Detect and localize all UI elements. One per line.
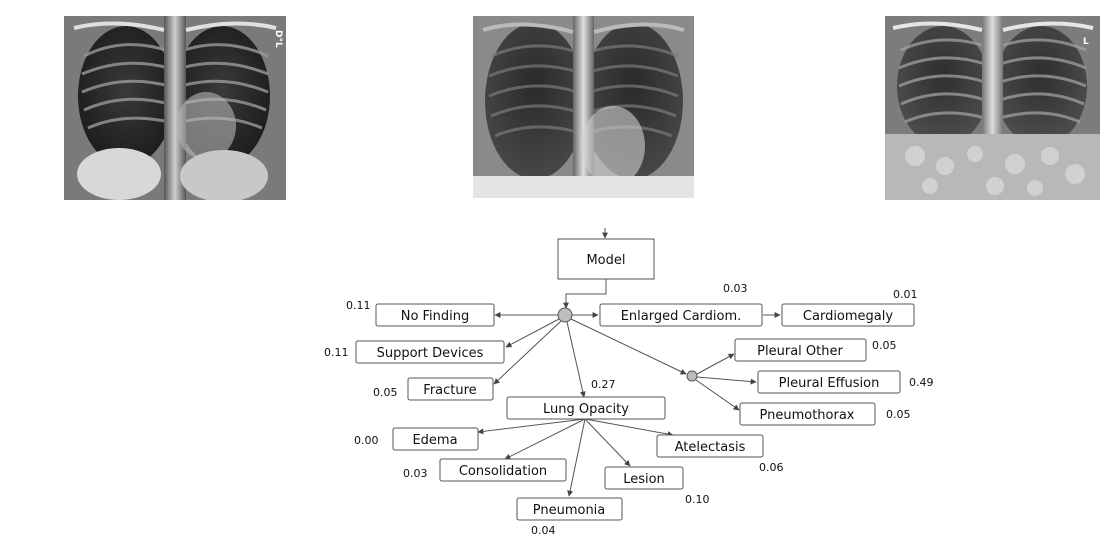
node-support-devices: Support Devices 0.11 [324, 340, 505, 364]
edge-fracture [493, 320, 562, 385]
node-atelectasis: Atelectasis 0.06 [656, 434, 784, 474]
node-enlarged-cardiom: Enlarged Cardiom. 0.03 [599, 282, 763, 327]
node-pleural-effusion: Pleural Effusion 0.49 [757, 370, 934, 394]
node-label: Lesion [623, 472, 665, 487]
node-probability: 0.10 [685, 493, 710, 506]
node-label: Consolidation [459, 464, 547, 479]
node-edema: Edema 0.00 [354, 427, 479, 451]
node-probability: 0.11 [346, 299, 371, 312]
node-lesion: Lesion 0.10 [604, 466, 710, 506]
node-probability: 0.27 [591, 378, 616, 391]
model-label: Model [586, 253, 625, 268]
edge-pneumonia [567, 418, 586, 497]
edge-model-hub [563, 279, 607, 309]
xray-side-marker: D°L [273, 30, 283, 48]
node-label: Pleural Other [757, 344, 843, 359]
edge-atelectasis [584, 418, 674, 437]
node-probability: 0.05 [886, 408, 911, 421]
node-probability: 0.03 [723, 282, 748, 295]
node-probability: 0.00 [354, 434, 379, 447]
node-label: Enlarged Cardiom. [621, 309, 742, 324]
root-hub [557, 307, 573, 323]
node-label: Support Devices [377, 346, 484, 361]
xray-side-marker: L [1083, 37, 1089, 47]
edge-pleural-hub [570, 318, 687, 375]
edge-pleural-effusion [696, 376, 757, 385]
edge-pleural-other [696, 353, 735, 375]
node-label: Pleural Effusion [779, 376, 880, 391]
node-lung-opacity: Lung Opacity 0.27 [506, 378, 666, 420]
node-probability: 0.49 [909, 376, 934, 389]
node-cardiomegaly: Cardiomegaly 0.01 [781, 288, 918, 327]
node-label: Pneumonia [533, 503, 606, 518]
node-label: No Finding [401, 309, 470, 324]
node-label: Lung Opacity [543, 402, 629, 417]
edge-lesion [584, 418, 631, 467]
node-pneumonia: Pneumonia 0.04 [516, 497, 623, 537]
node-label: Fracture [423, 383, 476, 398]
node-pneumothorax: Pneumothorax 0.05 [739, 402, 911, 426]
node-probability: 0.05 [373, 386, 398, 399]
edge-pneumothorax [695, 379, 740, 411]
node-consolidation: Consolidation 0.03 [403, 458, 567, 482]
chest-xray-image-center [473, 16, 694, 198]
node-probability: 0.01 [893, 288, 918, 301]
node-probability: 0.06 [759, 461, 784, 474]
node-probability: 0.05 [872, 339, 897, 352]
node-label: Cardiomegaly [803, 309, 893, 324]
pleural-hub [686, 370, 698, 382]
edge-lung-opacity [566, 321, 586, 398]
node-probability: 0.04 [531, 524, 556, 537]
edge-edema [477, 418, 586, 435]
node-label: Edema [412, 433, 457, 448]
chest-xray-image-left: D°L [64, 16, 286, 200]
node-pleural-other: Pleural Other 0.05 [734, 338, 897, 362]
edge-consolidation [504, 418, 586, 460]
node-no-finding: No Finding 0.11 [346, 299, 495, 327]
model-box [557, 238, 655, 280]
node-probability: 0.11 [324, 346, 349, 359]
node-fracture: Fracture 0.05 [373, 377, 494, 401]
node-probability: 0.03 [403, 467, 428, 480]
node-label: Pneumothorax [760, 408, 855, 423]
edge-support-devices [505, 318, 560, 348]
chest-xray-image-right: L [885, 16, 1100, 200]
node-label: Atelectasis [675, 440, 746, 455]
